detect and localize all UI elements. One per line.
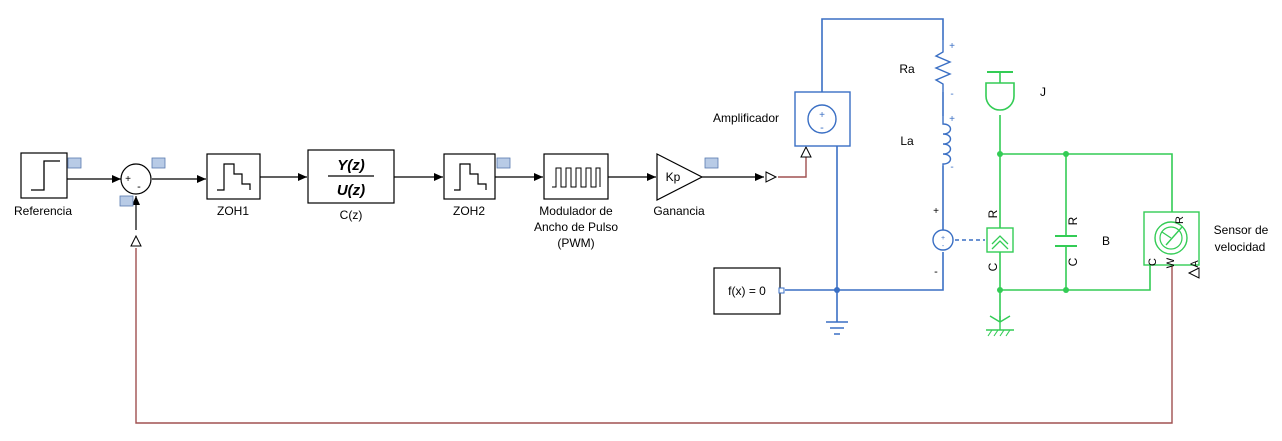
sensor-label-line1: Sensor de [1214, 223, 1269, 237]
electromech-converter[interactable]: + - + - [932, 206, 954, 278]
block-label-referencia: Referencia [14, 204, 72, 218]
port-label-c: C [986, 262, 1000, 271]
electrical-ground-icon[interactable] [826, 321, 848, 335]
port-label-r: R [1174, 216, 1186, 224]
junction-dot [997, 151, 1003, 157]
label-la: La [900, 134, 914, 148]
junction-dot [1063, 287, 1069, 293]
label-ra: Ra [899, 62, 915, 76]
junction-dot [834, 287, 840, 293]
sum-block[interactable]: + - [120, 163, 152, 195]
emf-inner-plus: + [941, 235, 945, 242]
torque-source-block[interactable]: R C [986, 209, 1014, 271]
electrical-wire-top[interactable] [821, 18, 944, 92]
block-label-ganancia: Ganancia [653, 204, 705, 218]
damper-b[interactable]: R C B [1055, 216, 1110, 266]
cz-numerator: Y(z) [337, 157, 365, 174]
block-label-amplificador: Amplificador [713, 111, 779, 125]
amp-plus-sign: + [819, 110, 825, 121]
gain-value: Kp [666, 170, 681, 184]
solver-config-block[interactable]: f(x) = 0 [713, 267, 785, 315]
ps-converter-icon[interactable] [765, 171, 778, 183]
ps-converter-input-icon [800, 145, 812, 158]
emf-inner-minus: - [942, 243, 945, 250]
amplifier-block[interactable]: + - Amplificador [713, 91, 851, 147]
la-plus-sign: + [949, 114, 955, 125]
port-label-a: A [1189, 260, 1201, 268]
block-label-zoh1: ZOH1 [217, 204, 249, 218]
inductor-la[interactable]: + - La [900, 114, 955, 173]
la-minus-sign: - [950, 162, 953, 173]
port-label-c: C [1066, 257, 1080, 266]
wire-converter-to-amplifier[interactable] [778, 157, 807, 178]
sum-minus-sign: - [137, 181, 141, 193]
speed-sensor-block[interactable]: R C W A Sensor de velocidad [1143, 211, 1269, 279]
zoh2-block[interactable]: ZOH2 [443, 153, 496, 218]
ra-plus-sign: + [949, 41, 955, 52]
port-label-c: C [1147, 258, 1159, 266]
ra-minus-sign: - [950, 89, 953, 100]
block-label-cz: C(z) [340, 208, 363, 222]
cz-denominator: U(z) [337, 182, 365, 199]
pwm-label-line1: Modulador de [539, 204, 613, 218]
sum-plus-sign: + [125, 174, 131, 185]
solver-label: f(x) = 0 [728, 284, 766, 298]
inport-arrow-icon [130, 234, 142, 247]
pwm-label-line3: (PWM) [557, 236, 594, 250]
zoh1-block[interactable]: ZOH1 [206, 153, 261, 218]
mech-wire-r-rail[interactable] [1000, 153, 1173, 212]
sensor-label-line2: velocidad [1215, 240, 1266, 254]
amp-minus-sign: - [820, 122, 824, 134]
discrete-tf-block-cz[interactable]: Y(z) U(z) C(z) [307, 149, 395, 222]
junction-dot [997, 287, 1003, 293]
resistor-ra[interactable]: + - Ra [899, 40, 955, 100]
scope-port-icon[interactable] [704, 157, 719, 169]
scope-port-icon[interactable] [67, 157, 82, 169]
electrical-wire-bottom[interactable] [785, 252, 944, 291]
emf-plus-sign: + [933, 206, 939, 217]
gain-block[interactable]: Kp Ganancia [653, 153, 705, 218]
scope-port-icon[interactable] [496, 157, 511, 169]
mech-reference-icon[interactable] [986, 315, 1014, 337]
emf-minus-sign: - [934, 266, 938, 278]
mech-wire-bottom[interactable] [1000, 265, 1151, 291]
junction-dot [1063, 151, 1069, 157]
block-label-zoh2: ZOH2 [453, 204, 485, 218]
port-label-r: R [986, 209, 1000, 218]
step-block-referencia[interactable]: Referencia [14, 152, 72, 218]
pwm-label-line2: Ancho de Pulso [534, 220, 618, 234]
scope-port-icon[interactable] [151, 157, 166, 169]
label-b: B [1102, 234, 1110, 248]
label-j: J [1040, 85, 1046, 99]
scope-port-icon[interactable] [119, 195, 134, 207]
port-label-w: W [1165, 257, 1177, 268]
inertia-j[interactable]: J [985, 71, 1046, 111]
feedback-wire[interactable] [135, 248, 1173, 424]
port-label-r: R [1066, 216, 1080, 225]
pwm-block[interactable]: Modulador de Ancho de Pulso (PWM) [534, 153, 618, 250]
sensor-output-arrow-icon [1187, 267, 1200, 279]
